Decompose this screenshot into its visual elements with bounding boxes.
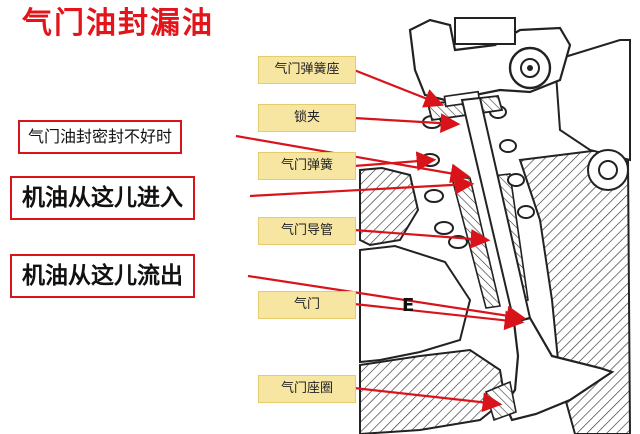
arrow-guide <box>353 228 491 249</box>
label-spring: 气门弹簧 <box>258 152 356 180</box>
arrow-valve <box>353 302 525 331</box>
valve-head <box>503 316 615 422</box>
arrow-lock <box>353 113 461 133</box>
arrow-spring-seat <box>353 68 445 108</box>
head-upper-block <box>553 39 631 162</box>
callout-bad-seal: 气门油封密封不好时 <box>18 120 183 154</box>
label-seat-ring: 气门座圈 <box>258 375 356 403</box>
label-spring-seat: 气门弹簧座 <box>258 56 356 84</box>
arrow-oil-out <box>247 274 527 326</box>
label-guide: 气门导管 <box>258 217 356 245</box>
label-valve: 气门 <box>258 291 356 319</box>
part-letter-e: E <box>402 295 415 316</box>
arrow-oil-in <box>249 174 475 198</box>
callout-oil-out: 机油从这儿流出 <box>10 254 195 298</box>
label-lock: 锁夹 <box>258 104 356 132</box>
callout-oil-in: 机油从这儿进入 <box>10 176 195 220</box>
diagram-title: 气门油封漏油 <box>22 6 214 41</box>
arrow-seat-ring <box>353 386 503 413</box>
arrow-spring <box>353 151 437 172</box>
